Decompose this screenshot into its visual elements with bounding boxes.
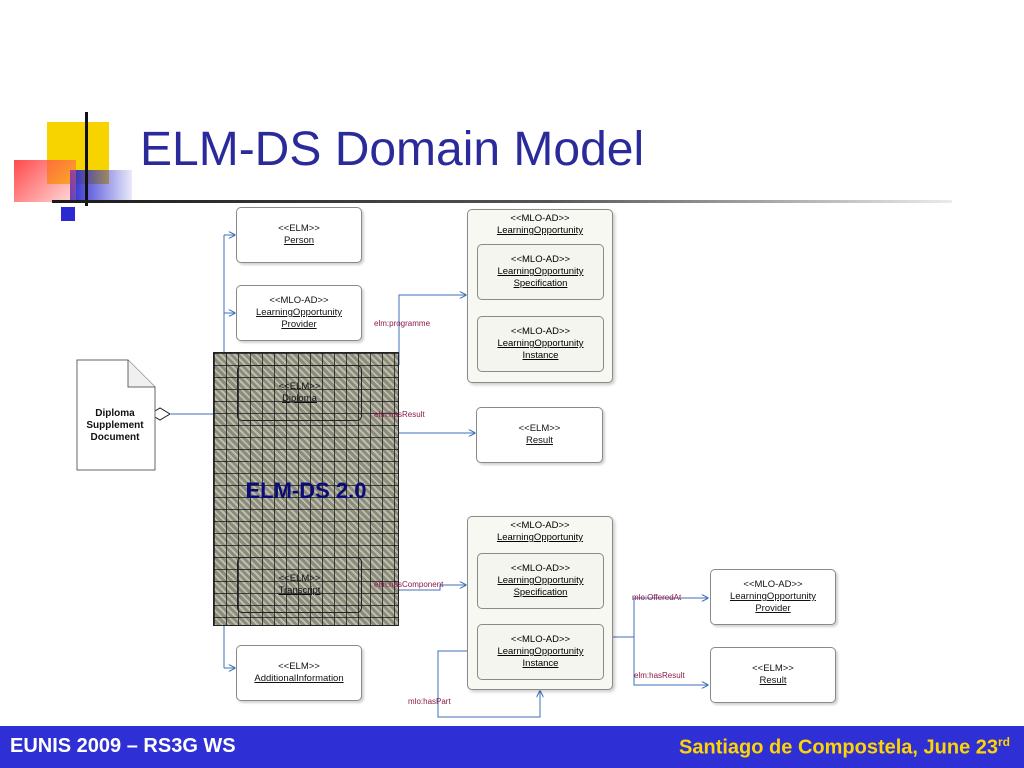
title-divider: [52, 200, 952, 203]
footer-ordinal: rd: [998, 735, 1010, 749]
node-name: Diploma: [282, 393, 317, 404]
node-transcript[interactable]: <<ELM>> Transcript: [237, 557, 362, 613]
node-name: LearningOpportunity: [729, 591, 817, 602]
node-name: Provider: [755, 603, 791, 614]
package-stereotype: <<MLO-AD>>: [510, 520, 570, 531]
edge-label-has-result-right: elm:hasResult: [634, 671, 685, 680]
node-stereotype: <<ELM>>: [278, 573, 321, 584]
logo-red-square: [14, 160, 76, 202]
edge-has-component: [399, 585, 466, 591]
footer-event: EUNIS 2009 – RS3G WS: [10, 735, 236, 757]
slide-footer: EUNIS 2009 – RS3G WS Santiago de Compost…: [0, 726, 1024, 768]
package-learning-opportunity-bottom[interactable]: <<MLO-AD>> LearningOpportunity <<MLO-AD>…: [467, 516, 613, 690]
node-lo-instance-bottom[interactable]: <<MLO-AD>> LearningOpportunity Instance: [477, 624, 604, 680]
edge-has-part-return: [437, 650, 475, 705]
edge-label-programme: elm:programme: [374, 319, 431, 328]
node-result-right[interactable]: <<ELM>> Result: [710, 647, 836, 703]
node-name: Provider: [281, 319, 317, 330]
node-stereotype: <<MLO-AD>>: [269, 295, 329, 306]
node-name: Result: [526, 435, 553, 446]
node-provider-top[interactable]: <<MLO-AD>> LearningOpportunity Provider: [236, 285, 362, 341]
node-name: Specification: [513, 278, 568, 289]
edge-offered-at: [612, 598, 708, 638]
edge-programme: [398, 295, 466, 365]
node-stereotype: <<MLO-AD>>: [510, 326, 571, 337]
node-name: Transcript: [278, 585, 321, 596]
node-name: Instance: [522, 350, 559, 361]
overlay-label: ELM-DS 2.0: [245, 478, 367, 503]
slide-title: ELM-DS Domain Model: [140, 123, 645, 176]
node-stereotype: <<MLO-AD>>: [743, 579, 803, 590]
node-name: LearningOpportunity: [497, 338, 584, 349]
node-name: Instance: [522, 658, 559, 669]
footer-location-date: Santiago de Compostela, June 23rd: [679, 735, 1010, 760]
node-name: LearningOpportunity: [255, 307, 343, 318]
node-diploma[interactable]: <<ELM>> Diploma: [237, 365, 362, 421]
node-name: Result: [759, 675, 787, 686]
node-stereotype: <<MLO-AD>>: [510, 563, 571, 574]
logo-blue-square: [70, 170, 132, 202]
node-name: Specification: [513, 587, 568, 598]
edge-label-offered-at: mlo:OfferedAt: [632, 593, 682, 602]
logo-small-blue-square: [61, 207, 75, 221]
node-stereotype: <<ELM>>: [278, 223, 320, 234]
edge-label-has-result: elm:hasResult: [374, 410, 425, 419]
document-label: Diploma Supplement Document: [76, 408, 154, 444]
package-name: LearningOpportunity: [496, 225, 584, 236]
logo-vertical-line: [85, 112, 88, 206]
node-lo-instance-top[interactable]: <<MLO-AD>> LearningOpportunity Instance: [477, 316, 604, 372]
node-stereotype: <<ELM>>: [518, 423, 561, 434]
edge-has-result-right: [612, 636, 708, 685]
node-name: LearningOpportunity: [497, 575, 584, 586]
node-additional-information[interactable]: <<ELM>> AdditionalInformation: [236, 645, 362, 701]
node-name: AdditionalInformation: [254, 673, 344, 684]
document-label-line1: Diploma: [95, 408, 135, 419]
node-name: LearningOpportunity: [497, 646, 584, 657]
node-stereotype: <<ELM>>: [278, 381, 321, 392]
node-stereotype: <<ELM>>: [278, 661, 320, 672]
node-stereotype: <<MLO-AD>>: [510, 254, 571, 265]
package-header: <<MLO-AD>> LearningOpportunity: [468, 520, 612, 544]
node-provider-right[interactable]: <<MLO-AD>> LearningOpportunity Provider: [710, 569, 836, 625]
document-label-line2: Supplement: [86, 420, 144, 431]
node-result-middle[interactable]: <<ELM>> Result: [476, 407, 603, 463]
node-name: Person: [283, 235, 315, 246]
document-label-line3: Document: [90, 432, 140, 443]
footer-location-text: Santiago de Compostela, June 23: [679, 736, 998, 759]
package-header: <<MLO-AD>> LearningOpportunity: [468, 213, 612, 237]
node-stereotype: <<MLO-AD>>: [510, 634, 571, 645]
elm-ds-overlay: [213, 352, 399, 626]
node-name: LearningOpportunity: [497, 266, 584, 277]
node-person[interactable]: <<ELM>> Person: [236, 207, 362, 263]
package-stereotype: <<MLO-AD>>: [510, 213, 570, 224]
package-learning-opportunity-top[interactable]: <<MLO-AD>> LearningOpportunity <<MLO-AD>…: [467, 209, 613, 383]
domain-model-diagram: Diploma Supplement Document <<ELM>> Pers…: [0, 205, 1024, 725]
edge-label-has-component: elm:hasComponent: [374, 580, 444, 589]
node-lo-specification-top[interactable]: <<MLO-AD>> LearningOpportunity Specifica…: [477, 244, 604, 300]
edge-label-has-part: mlo:hasPart: [408, 697, 451, 706]
edge-has-part: [437, 691, 540, 718]
node-lo-specification-bottom[interactable]: <<MLO-AD>> LearningOpportunity Specifica…: [477, 553, 604, 609]
document-icon: [76, 359, 156, 471]
package-name: LearningOpportunity: [496, 532, 584, 543]
node-stereotype: <<ELM>>: [752, 663, 794, 674]
